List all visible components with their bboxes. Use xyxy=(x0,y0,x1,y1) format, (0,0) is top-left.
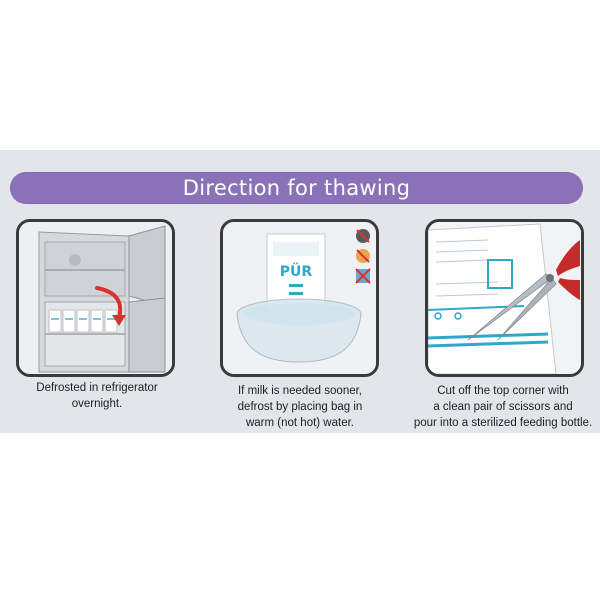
step-3-panel xyxy=(425,219,584,377)
banner-title: Direction for thawing xyxy=(182,176,411,200)
caption-line: overnight. xyxy=(71,398,123,410)
banner: Direction for thawing xyxy=(10,172,583,204)
bag-brand: PÜR xyxy=(280,262,313,280)
step-1-panel xyxy=(16,219,175,377)
curved-arrow-icon xyxy=(95,286,123,320)
no-boiling-icon xyxy=(356,249,370,263)
step-3-caption: Cut off the top corner with a clean pair… xyxy=(403,383,600,431)
caption-line: defrost by placing bag in xyxy=(237,401,363,413)
cutting-illustration xyxy=(428,222,581,374)
step-2-caption: If milk is needed sooner, defrost by pla… xyxy=(200,383,400,431)
caption-line: Cut off the top corner with xyxy=(437,385,569,397)
step-1-caption: Defrosted in refrigerator overnight. xyxy=(0,380,197,412)
caption-line: warm (not hot) water. xyxy=(245,417,354,429)
no-microwave-icon xyxy=(356,229,370,243)
caption-line: Defrosted in refrigerator xyxy=(36,382,158,394)
caption-line: pour into a sterilized feeding bottle. xyxy=(413,417,593,429)
scissors-icon xyxy=(467,240,580,341)
caption-line: a clean pair of scissors and xyxy=(433,401,573,413)
no-freezing-icon xyxy=(355,268,371,284)
bowl-illustration: PÜR xyxy=(223,222,376,374)
refrigerator-illustration xyxy=(19,222,172,374)
step-2-panel: PÜR xyxy=(220,219,379,377)
caption-line: If milk is needed sooner, xyxy=(237,385,362,397)
